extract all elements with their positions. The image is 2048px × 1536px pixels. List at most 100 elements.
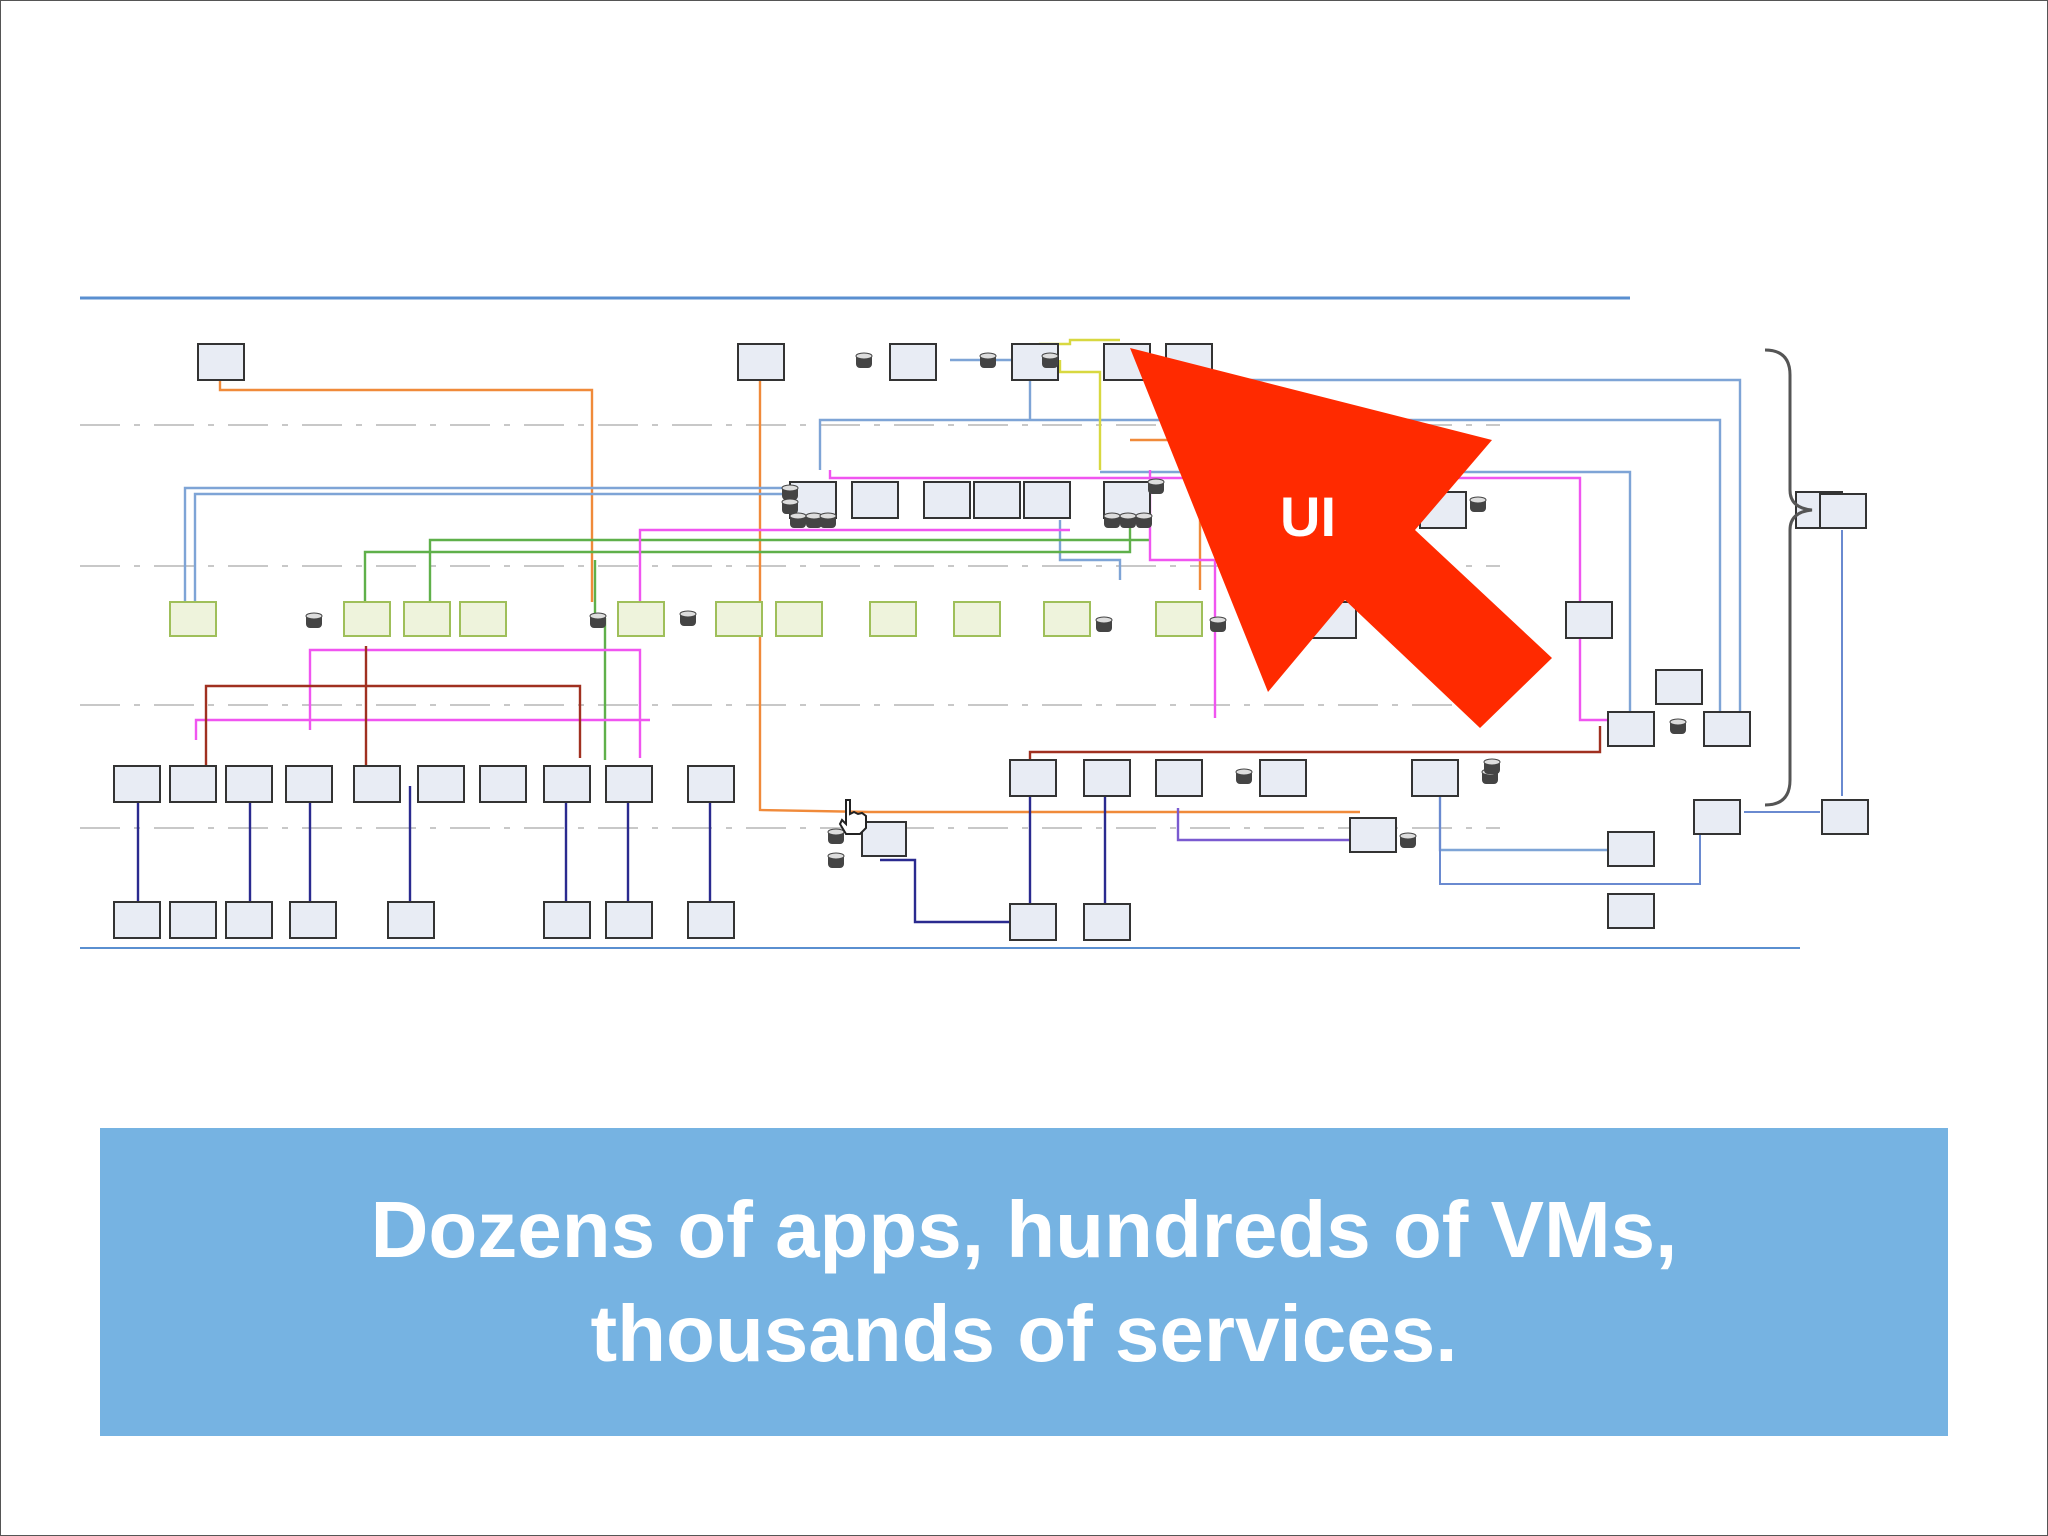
service-node [403, 601, 451, 637]
database-icon [1469, 496, 1487, 512]
ui-arrow-callout: UI [1130, 348, 1552, 728]
database-icon [589, 612, 607, 628]
vm-node [289, 901, 337, 939]
arrow-shape [1130, 348, 1552, 728]
database-icon [1483, 758, 1501, 774]
vm-node [1009, 759, 1057, 797]
service-node [459, 601, 507, 637]
service-node [953, 601, 1001, 637]
database-icon [805, 512, 823, 528]
database-icon [827, 828, 845, 844]
vm-node [973, 481, 1021, 519]
vm-node [1083, 759, 1131, 797]
vm-node [113, 765, 161, 803]
database-icon [1235, 768, 1253, 784]
database-icon [979, 352, 997, 368]
database-icon [1147, 478, 1165, 494]
vm-node [417, 765, 465, 803]
caption-text: Dozens of apps, hundreds of VMs, thousan… [371, 1178, 1678, 1386]
connector-line [758, 380, 1360, 814]
vm-node [737, 343, 785, 381]
vm-node [169, 765, 217, 803]
vm-node [387, 901, 435, 939]
database-icon [1119, 512, 1137, 528]
connector-line [193, 492, 785, 618]
database-icon [679, 610, 697, 626]
vm-node [225, 765, 273, 803]
database-icon [789, 512, 807, 528]
vm-node [543, 901, 591, 939]
vm-node [923, 481, 971, 519]
connector-line [1439, 790, 1701, 885]
vm-node [605, 765, 653, 803]
vm-node [1821, 799, 1869, 835]
vm-node [225, 901, 273, 939]
vm-node [1259, 759, 1307, 797]
vm-node [861, 821, 907, 857]
connector-line [1438, 790, 1610, 852]
vm-node [1607, 893, 1655, 929]
vm-node [1411, 759, 1459, 797]
arrow-label: UI [1280, 485, 1336, 548]
database-icon [781, 484, 799, 500]
vm-node [1819, 493, 1867, 529]
database-icon [1399, 832, 1417, 848]
service-node [617, 601, 665, 637]
connector-line [308, 648, 642, 758]
service-node [1155, 601, 1203, 637]
vm-node [1655, 669, 1703, 705]
connector-line [828, 470, 1610, 722]
lane-separators [80, 424, 1500, 829]
service-node [715, 601, 763, 637]
vm-node [1009, 903, 1057, 941]
vm-node [479, 765, 527, 803]
vm-node [1155, 759, 1203, 797]
database-icon [1095, 616, 1113, 632]
vm-node [169, 901, 217, 939]
service-node [869, 601, 917, 637]
connector-line [1058, 360, 1102, 470]
database-icon [1209, 616, 1227, 632]
grouping-brace [1764, 348, 1813, 807]
database-icon [781, 498, 799, 514]
database-icon [819, 512, 837, 528]
database-icon [1103, 512, 1121, 528]
connector-line [194, 718, 650, 740]
connector-line [204, 684, 582, 786]
database-icon [1041, 352, 1059, 368]
vm-node [1023, 481, 1071, 519]
vm-node [1607, 831, 1655, 867]
database-icon [855, 352, 873, 368]
hand-cursor-icon [838, 799, 867, 835]
database-icon [305, 612, 323, 628]
vm-node [851, 481, 899, 519]
connector-line [218, 380, 594, 602]
vm-node [543, 765, 591, 803]
database-icon [1669, 718, 1687, 734]
vm-node [113, 901, 161, 939]
vm-node [1349, 817, 1397, 853]
vm-node [197, 343, 245, 381]
database-icon [1135, 512, 1153, 528]
connector-line [363, 520, 1132, 618]
connector-line [638, 528, 1070, 618]
vm-node [353, 765, 401, 803]
vm-node [285, 765, 333, 803]
vm-node [1693, 799, 1741, 835]
vm-node [1607, 711, 1655, 747]
connector-line [880, 858, 1010, 924]
vm-node [1703, 711, 1751, 747]
caption-band: Dozens of apps, hundreds of VMs, thousan… [100, 1128, 1948, 1436]
vm-node [889, 343, 937, 381]
vm-node [687, 765, 735, 803]
connector-line [428, 538, 1150, 618]
service-node [169, 601, 217, 637]
caption-line-1: Dozens of apps, hundreds of VMs, [370, 1185, 1678, 1274]
service-node [343, 601, 391, 637]
vm-node [1565, 601, 1613, 639]
service-node [1043, 601, 1091, 637]
vm-node [605, 901, 653, 939]
diagram-nodes [113, 343, 1869, 941]
database-icon [827, 852, 845, 868]
